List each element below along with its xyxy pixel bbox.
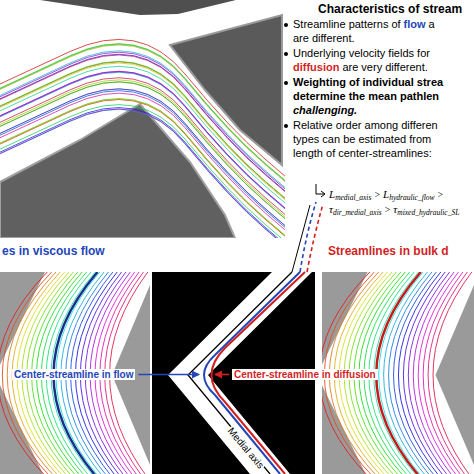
wall-slab xyxy=(40,0,236,15)
streamline xyxy=(394,272,437,474)
streamline xyxy=(428,272,467,474)
streamline xyxy=(0,109,285,238)
formula-text: τ xyxy=(393,203,397,215)
streamline xyxy=(0,66,285,216)
bullet-line: Relative order among differen xyxy=(293,119,438,132)
bullet-line: determine the mean pathlen xyxy=(293,90,439,103)
streamline xyxy=(0,109,285,238)
panel: es in viscous flow xyxy=(0,240,150,474)
bullet-text: types can be estimated from xyxy=(293,133,431,145)
streamline xyxy=(423,272,463,474)
bullet-text: Relative order among differen xyxy=(293,119,438,131)
streamline xyxy=(403,272,445,474)
callout-label: Center-streamline in flow xyxy=(12,369,135,380)
formula-row: τdir_medial_axis>τmixed_hydraulic_SL xyxy=(329,201,459,217)
bullet-text: flow xyxy=(404,18,426,30)
center-streamline xyxy=(376,272,421,474)
bullet-text: diffusion xyxy=(293,61,339,73)
bullet-text: Underlying velocity fields for xyxy=(293,47,430,59)
formula-text: medial_axis xyxy=(335,193,371,202)
streamline xyxy=(0,82,285,232)
formula-text: > xyxy=(438,189,444,200)
panel-title: Streamlines in bulk d xyxy=(328,244,449,258)
panel-title: es in viscous flow xyxy=(2,244,105,258)
bullet-line: challenging. xyxy=(293,104,357,117)
bullet-text: length of center-streamlines: xyxy=(293,147,432,159)
bullet-text: determine the mean pathlen xyxy=(293,90,439,102)
streamline xyxy=(0,99,285,238)
bullet-line: Weighting of individual strea xyxy=(293,76,443,89)
leader-arrow xyxy=(138,374,199,376)
formula-text: hydraulic_flow xyxy=(389,193,434,202)
streamline xyxy=(0,108,285,238)
bullet-dot xyxy=(284,52,288,56)
panel: Streamlines in bulk d xyxy=(320,240,474,474)
formula-text: > xyxy=(374,189,380,200)
heading: Characteristics of stream xyxy=(318,2,462,16)
channel-render xyxy=(0,0,285,238)
flow-panel xyxy=(0,272,150,474)
bullet-dot xyxy=(284,81,288,85)
streamlines-3d xyxy=(0,39,285,238)
streamline xyxy=(0,78,285,228)
bullet-line: length of center-streamlines: xyxy=(293,147,432,160)
diffusion-dashed-extension xyxy=(307,204,323,272)
bullet-dot xyxy=(284,124,288,128)
wall-region xyxy=(435,285,474,465)
pointer-arrow xyxy=(321,191,325,197)
formula-text: dir_medial_axis xyxy=(333,208,382,217)
callout-label: Center-streamline in diffusion xyxy=(232,369,378,380)
streamline xyxy=(379,272,423,474)
panel-title: Medial axis xyxy=(225,425,267,472)
bullet-line: types can be estimated from xyxy=(293,133,431,146)
bullet-text: a xyxy=(429,18,435,30)
streamline xyxy=(0,39,285,189)
bullet-text: are very different. xyxy=(342,61,427,73)
bullet-line: are different. xyxy=(293,32,355,45)
bullet-line: Underlying velocity fields for xyxy=(293,47,430,60)
streamline xyxy=(433,272,472,474)
bullet-text: challenging. xyxy=(293,104,357,116)
leader-arrow xyxy=(215,374,229,376)
bullet-text: Streamline patterns of xyxy=(293,18,401,30)
streamline xyxy=(384,272,428,474)
formula-text: > xyxy=(385,204,391,215)
streamline xyxy=(0,105,285,238)
formula-row: Lmedial_axis>Lhydraulic_flow> xyxy=(329,186,446,202)
formula-text: τ xyxy=(329,203,333,215)
streamline xyxy=(0,99,285,238)
bullet-dot xyxy=(284,23,288,27)
formula-text: mixed_hydraulic_SL xyxy=(397,208,459,217)
streamline xyxy=(398,272,440,474)
bullet-line: Streamline patterns offlowa xyxy=(293,18,435,31)
formula-text: L xyxy=(383,188,389,200)
bullet-text: are different. xyxy=(293,32,355,44)
streamline xyxy=(0,45,285,195)
bullet-text: Weighting of individual strea xyxy=(293,76,443,88)
streamline xyxy=(0,93,285,238)
streamline xyxy=(0,99,285,238)
bullet-line: diffusionare very different. xyxy=(293,61,428,74)
formula-text: L xyxy=(329,188,335,200)
